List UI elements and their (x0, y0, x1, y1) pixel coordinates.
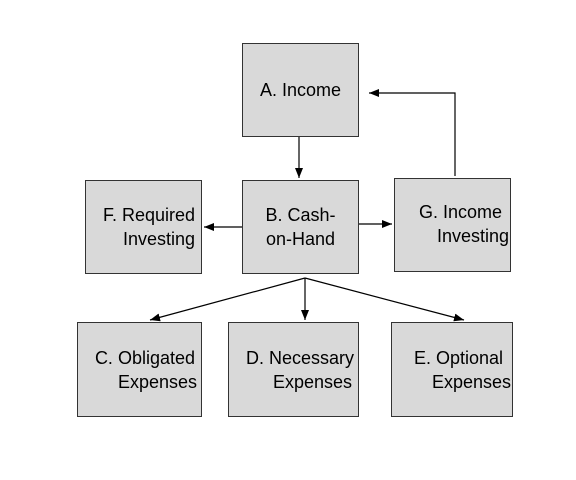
node-a-label: A. Income (259, 80, 342, 100)
node-g-label-line1: G. Income (418, 202, 502, 222)
node-b-label-line2: on-Hand (265, 229, 336, 249)
node-f-label-line2: Investing (122, 229, 195, 249)
node-a-income (242, 43, 359, 137)
node-f-label-line1: F. Required (102, 205, 195, 225)
node-c-obligated-expenses (77, 322, 202, 417)
node-c-label-line1: C. Obligated (94, 348, 195, 368)
edge-b-to-c (149, 277, 306, 322)
node-f-required-investing (85, 180, 202, 274)
edge-b-to-e (304, 277, 465, 322)
edge-g-to-a (369, 89, 456, 176)
node-e-label-line1: E. Optional (413, 348, 503, 368)
node-b-label-line1: B. Cash- (265, 205, 336, 225)
node-d-label-line1: D. Necessary (245, 348, 354, 368)
node-d-label-line2: Expenses (272, 372, 352, 392)
node-d-necessary-expenses (228, 322, 359, 417)
node-e-optional-expenses (391, 322, 513, 417)
node-g-label-line2: Investing (436, 226, 509, 246)
node-b-cash-on-hand (242, 180, 359, 274)
node-g-income-investing (394, 178, 511, 272)
node-e-label-line2: Expenses (431, 372, 511, 392)
node-c-label-line2: Expenses (117, 372, 197, 392)
